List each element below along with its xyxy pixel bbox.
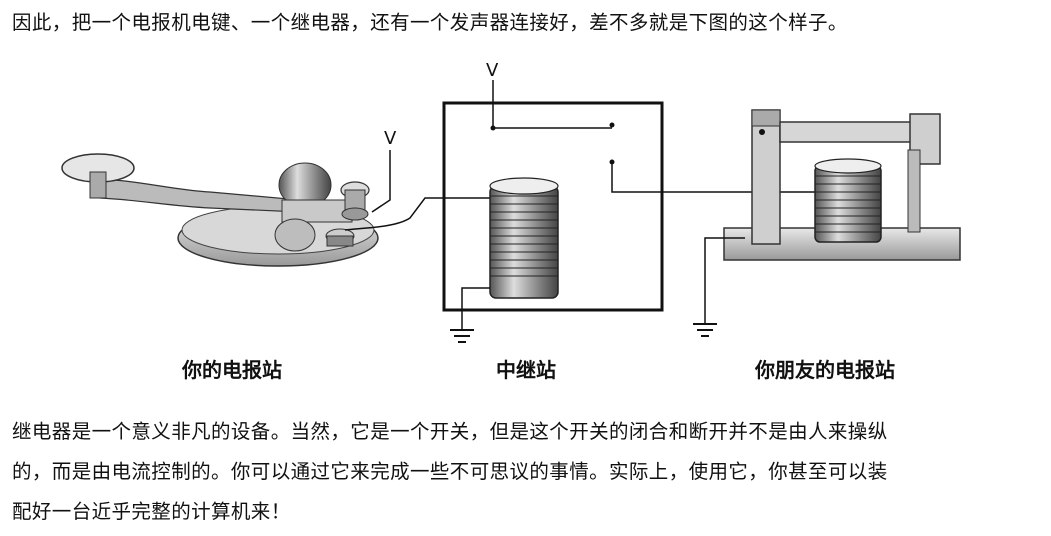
relay-to-sounder-wire xyxy=(611,162,815,193)
relay-station-box xyxy=(442,101,664,312)
relay-ground-icon xyxy=(450,329,474,343)
relay-voltage-label: V xyxy=(486,60,499,81)
body-paragraph: 继电器是一个意义非凡的设备。当然，它是一个开关，但是这个开关的闭合和断开并不是由… xyxy=(12,412,888,532)
body-line: 配好一台近乎完整的计算机来！ xyxy=(12,500,291,523)
relay-circuit-diagram: V V xyxy=(61,60,961,382)
relay-coil xyxy=(489,177,559,299)
key-voltage-wire xyxy=(371,150,391,213)
key-voltage-label: V xyxy=(384,128,397,149)
sounder-ground-icon xyxy=(693,323,717,337)
caption-your-station: 你的电报站 xyxy=(181,358,282,382)
intro-paragraph: 因此，把一个电报机电键、一个继电器，还有一个发声器连接好，差不多就是下图的这个样… xyxy=(12,11,848,34)
telegraph-key xyxy=(61,153,379,267)
body-line: 的，而是由电流控制的。你可以通过它来完成一些不可思议的事情。实际上，使用它，你甚… xyxy=(12,460,888,483)
caption-relay-station: 中继站 xyxy=(496,358,556,382)
sounder xyxy=(723,109,961,261)
caption-friend-station: 你朋友的电报站 xyxy=(754,358,895,382)
body-line: 继电器是一个意义非凡的设备。当然，它是一个开关，但是这个开关的闭合和断开并不是由… xyxy=(12,420,888,443)
key-to-relay-wire xyxy=(344,197,490,231)
